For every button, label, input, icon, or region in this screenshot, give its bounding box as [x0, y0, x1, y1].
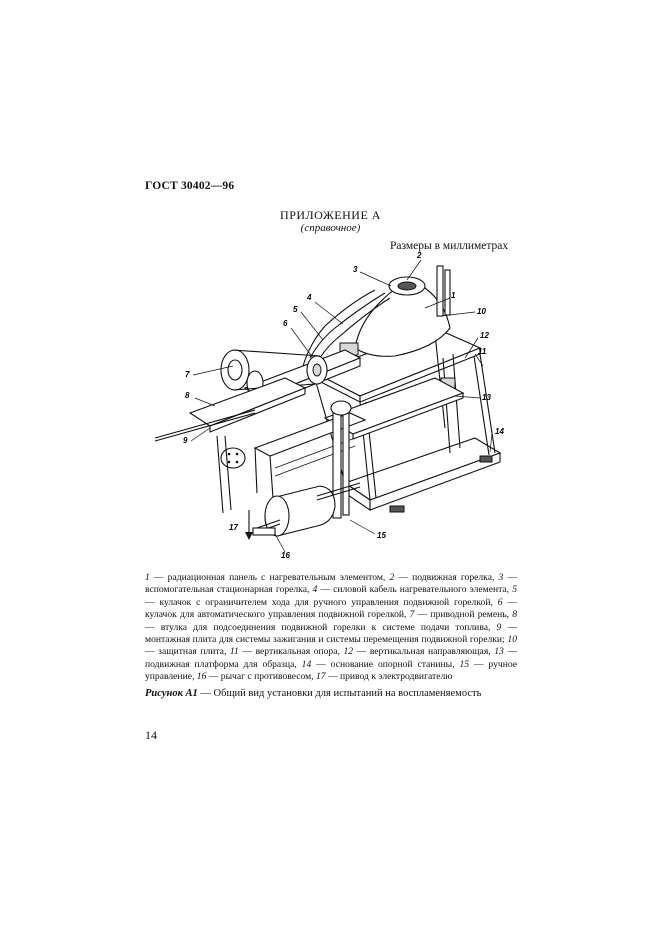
leader-lines	[190, 259, 493, 553]
legend-item: 7 — приводной ремень,	[409, 609, 509, 621]
callout-8: 8	[185, 391, 190, 400]
callout-9: 9	[183, 436, 188, 445]
legend-item: 10 — защитная плита,	[145, 634, 517, 658]
legend-item: 1 — радиационная панель с нагревательным…	[145, 572, 386, 583]
legend-item: 8 — втулка для подсоединения подвижной г…	[145, 609, 517, 633]
legend-item-number: 5	[512, 584, 517, 596]
base-frame	[343, 437, 502, 513]
callout-11: 11	[478, 347, 487, 356]
legend-item-number: 12	[343, 646, 354, 658]
drive-belt	[220, 349, 321, 396]
callout-2: 2	[416, 251, 422, 260]
callout-15: 15	[377, 531, 386, 540]
callout-1: 1	[451, 291, 456, 300]
legend-item-text: рычаг с противовесом,	[220, 671, 314, 683]
legend-item-number: 3	[498, 572, 504, 583]
callout-10: 10	[477, 307, 486, 316]
dimensions-note: Размеры в миллиметрах	[390, 240, 509, 252]
legend-item-number: 2	[389, 572, 395, 583]
legend-item-text: втулка для подсоединения подвижной горел…	[160, 621, 491, 633]
callout-7: 7	[185, 370, 190, 379]
legend-item-text: радиационная панель с нагревательным эле…	[167, 572, 386, 583]
callout-17: 17	[229, 523, 238, 532]
legend-item-text: кулачок для автоматического управления п…	[145, 609, 407, 621]
legend-item-number: 10	[507, 634, 517, 646]
legend-item-number: 15	[459, 658, 470, 670]
legend-item: 13 — подвижная платформа для образца,	[145, 646, 517, 670]
appendix-title: ПРИЛОЖЕНИЕ А	[280, 208, 381, 222]
legend-item-text: вертикальная направляющая,	[369, 646, 491, 658]
legend-item-number: 13	[494, 646, 504, 658]
legend-item-text: вспомогательная стационарная горелка,	[145, 584, 310, 596]
legend-item: 15 — ручное управление,	[145, 658, 518, 683]
mounting-plate	[154, 377, 307, 514]
callout-6: 6	[283, 319, 288, 328]
legend-item-text: подвижная платформа для образца,	[145, 658, 297, 670]
legend-item: 11 — вертикальная опора,	[229, 646, 340, 658]
drive-arrow	[245, 510, 253, 540]
page-number: 14	[145, 728, 157, 742]
callout-3: 3	[353, 265, 358, 274]
legend-item-text: подвижная горелка,	[412, 572, 495, 583]
legend-item-number: 17	[316, 671, 326, 683]
legend-item: 4 — силовой кабель нагревательного элеме…	[312, 584, 510, 596]
callout-5: 5	[293, 305, 298, 314]
legend-item-number: 8	[512, 609, 517, 621]
legend-item: 3 — вспомогательная стационарная горелка…	[145, 572, 517, 596]
legend-item-text: ручное управление,	[145, 658, 518, 683]
legend-item-number: 11	[229, 646, 239, 658]
legend-item-text: вертикальная опора,	[255, 646, 340, 658]
legend-item: 9 — монтажная плита для системы зажигани…	[145, 621, 518, 646]
manual-control	[330, 400, 352, 519]
callout-12: 12	[480, 331, 489, 340]
legend-item-text: силовой кабель нагревательного элемента,	[333, 584, 510, 596]
callout-13: 13	[482, 393, 491, 402]
appendix-subtitle: (справочное)	[300, 222, 361, 234]
legend-item: 16 — рычаг с противовесом,	[196, 671, 314, 683]
legend-item-text: монтажная плита для системы зажигания и …	[145, 634, 505, 646]
legend-item-number: 16	[196, 671, 207, 683]
callout-14: 14	[495, 427, 504, 436]
legend-item-number: 14	[301, 658, 312, 670]
legend-item: 14 — основание опорной станины,	[301, 658, 455, 670]
figure-caption-text: — Общий вид установки для испытаний на в…	[200, 688, 482, 699]
legend-item-number: 9	[496, 621, 502, 633]
legend-item-number: 4	[312, 584, 318, 596]
figure-label: Рисунок А1	[145, 688, 198, 699]
legend-item-number: 7	[409, 609, 415, 621]
figure-legend: 1 — радиационная панель с нагревательным…	[145, 572, 517, 684]
legend-item-number: 6	[497, 596, 503, 608]
legend-item-text: привод к электродвигателю	[339, 671, 453, 683]
legend-item: 12 — вертикальная направляющая,	[343, 646, 491, 658]
counterweight-lever	[252, 482, 361, 537]
legend-item-text: основание опорной станины,	[330, 658, 455, 670]
legend-item: 6 — кулачок для автоматического управлен…	[145, 596, 517, 621]
legend-item: 2 — подвижная горелка,	[389, 572, 495, 583]
legend-item-text: защитная плита,	[158, 646, 227, 658]
apparatus-drawing: 2 3 4 5 6 7 8 9 1 10 12 11 13 14 15 16 1…	[145, 248, 525, 568]
apparatus-illustration: 2 3 4 5 6 7 8 9 1 10 12 11 13 14 15 16 1…	[154, 251, 504, 560]
callout-4: 4	[306, 293, 312, 302]
legend-item-number: 1	[145, 572, 150, 583]
legend-item: 17 — привод к электродвигателю	[316, 671, 453, 683]
legend-item-text: приводной ремень,	[430, 609, 509, 621]
document-header: ГОСТ 30402—96	[145, 180, 235, 192]
figure-caption: Рисунок А1 — Общий вид установки для исп…	[145, 688, 517, 699]
legend-item-text: кулачок с ограничителем хода для ручного…	[159, 596, 493, 608]
radiant-panel	[354, 265, 451, 357]
legend-item: 5 — кулачок с ограничителем хода для руч…	[145, 584, 517, 608]
callout-16: 16	[281, 551, 290, 560]
